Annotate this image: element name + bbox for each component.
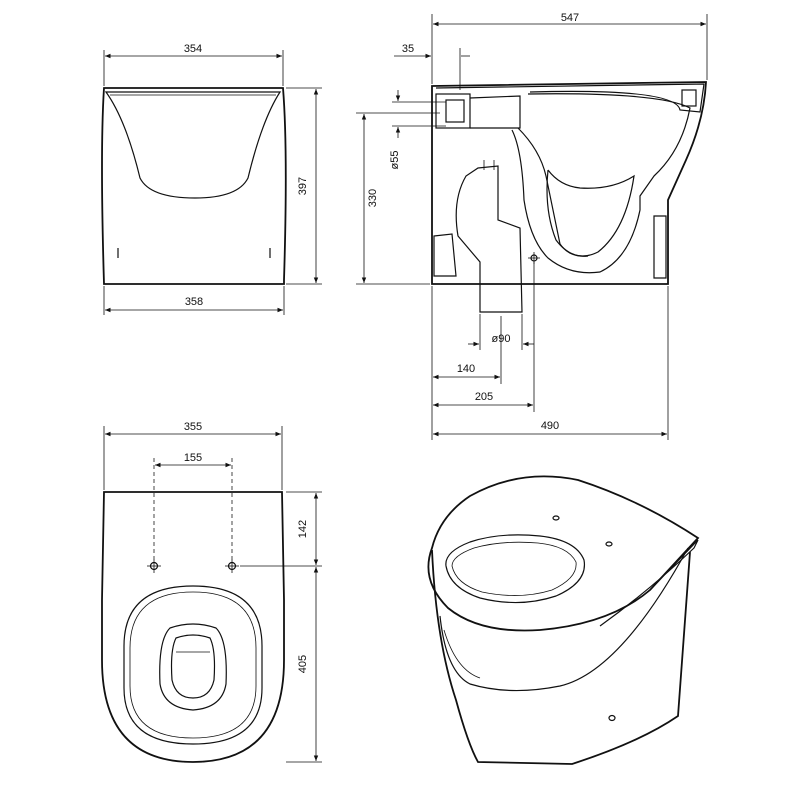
perspective-fixing-hole-2 xyxy=(605,541,613,547)
side-rim-channel xyxy=(681,89,697,107)
plan-view: 355 155 142 405 xyxy=(101,421,322,763)
plan-seat-ring xyxy=(123,585,263,745)
perspective-base-hole xyxy=(608,714,616,722)
dim-side-inlet-diameter: ø55 xyxy=(389,151,401,170)
dim-front-height: 397 xyxy=(297,177,309,195)
front-body-outline xyxy=(101,87,287,285)
side-section-view: 547 35 ø55 330 ø90 140 205 490 xyxy=(356,12,708,440)
dim-side-base-length: 490 xyxy=(541,420,559,432)
dim-side-inlet-offset: 35 xyxy=(402,43,414,55)
side-trap-wall xyxy=(517,127,589,257)
side-body-outline xyxy=(431,81,707,285)
side-rear-cutout xyxy=(653,215,667,279)
side-bowl-inner xyxy=(546,169,635,257)
side-bowl xyxy=(511,93,691,274)
perspective-fixing-hole-1 xyxy=(552,515,560,521)
front-seat xyxy=(104,91,282,199)
perspective-mid-band-2 xyxy=(443,629,481,679)
dim-side-outlet-140: 140 xyxy=(457,363,475,375)
dim-side-overall-length: 547 xyxy=(561,12,579,24)
side-rim xyxy=(435,83,705,113)
perspective-mid-band xyxy=(439,547,689,692)
dim-front-top-width: 354 xyxy=(184,43,202,55)
dim-plan-bolt-from-back: 142 xyxy=(297,520,309,538)
perspective-body xyxy=(431,549,691,765)
side-inlet-pipe xyxy=(469,95,521,129)
side-inlet-box xyxy=(435,93,471,129)
perspective-back-band xyxy=(599,539,699,627)
perspective-view xyxy=(427,475,700,765)
dim-front-bottom-width: 358 xyxy=(185,296,203,308)
dim-side-outlet-205: 205 xyxy=(475,391,493,403)
dim-plan-bolt-to-front: 405 xyxy=(297,655,309,673)
front-view: 354 358 397 xyxy=(101,43,322,315)
dim-plan-bolt-spacing: 155 xyxy=(184,452,202,464)
side-outlet-pipe xyxy=(455,165,523,313)
plan-bowl-inner xyxy=(170,634,216,699)
plan-body-outline xyxy=(101,491,285,763)
dim-plan-width: 355 xyxy=(184,421,202,433)
perspective-seat-opening xyxy=(445,534,586,604)
perspective-seat-opening-inner xyxy=(451,541,577,596)
plan-bolt-hole-right xyxy=(225,559,239,573)
plan-bolt-hole-left xyxy=(147,559,161,573)
plan-bowl-opening xyxy=(159,623,227,711)
dim-side-inlet-height: 330 xyxy=(367,189,379,207)
perspective-top-outline xyxy=(427,475,700,632)
side-foot-cutout xyxy=(433,233,457,277)
side-inlet-inner xyxy=(445,99,465,123)
plan-seat-ring-inner xyxy=(129,591,257,739)
